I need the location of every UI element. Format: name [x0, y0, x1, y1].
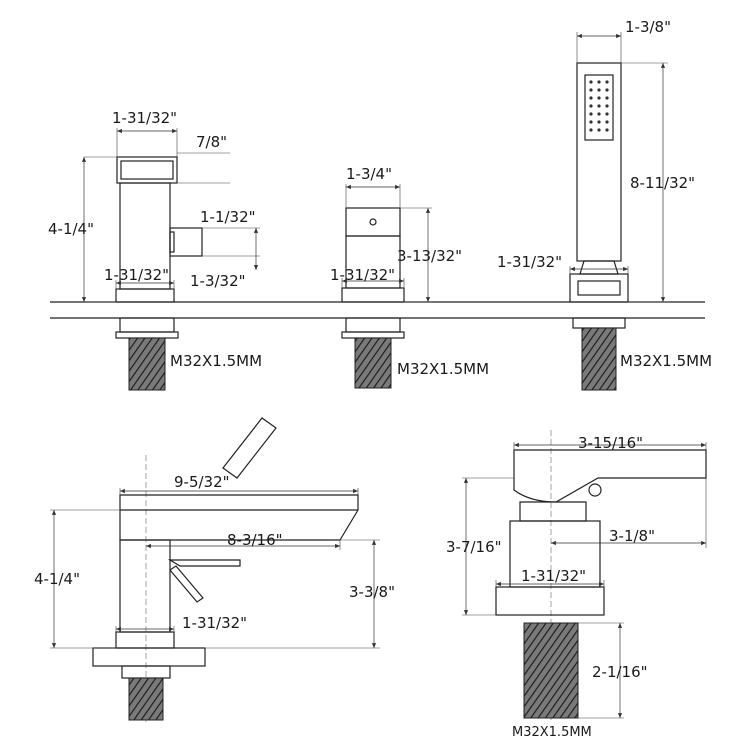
faucet-base-plate [115, 288, 175, 303]
side-threaded-shank [128, 677, 164, 721]
diverter-front-view: 1-3/4" 3-13/32" 1-31/32" M32X1.5MM [330, 165, 489, 389]
label-handshower-height: 8-11/32" [630, 174, 695, 192]
side-base-plate [115, 631, 175, 649]
diverter-washer [341, 331, 405, 339]
label-side-height: 4-1/4" [34, 570, 80, 588]
label-valve-thread: M32X1.5MM [512, 725, 592, 740]
label-diverter-thread: M32X1.5MM [397, 360, 489, 378]
label-handshower-thread: M32X1.5MM [620, 352, 712, 370]
diverter-indicator [369, 218, 377, 226]
handshower-front-view: 1-3/8" 8-11/32" 1-31/32" M32X1.5MM [497, 18, 712, 391]
handshower-holder-inner [577, 280, 621, 296]
label-valve-height: 3-7/16" [446, 538, 502, 556]
valve-threaded-shank [523, 622, 579, 719]
diverter-base-plate [341, 287, 405, 303]
valve-lever [513, 449, 707, 503]
label-handshower-width: 1-3/8" [625, 18, 671, 36]
valve-lever-pivot [588, 483, 602, 497]
label-side-spout-height: 3-3/8" [349, 583, 395, 601]
label-valve-base-width: 1-31/32" [521, 567, 586, 585]
label-faucet-base-width: 1-31/32" [104, 266, 169, 284]
label-faucet-thread: M32X1.5MM [170, 352, 262, 370]
label-faucet-width-top: 1-31/32" [112, 109, 177, 127]
side-lever-arm [169, 565, 204, 603]
handshower-spray-face [584, 74, 614, 141]
valve-side-view: 3-15/16" 3-7/16" 3-1/8" 1-31/32" 2-1/16"… [446, 430, 707, 740]
label-side-base-width: 1-31/32" [182, 614, 247, 632]
faucet-lever [169, 227, 203, 257]
label-faucet-height: 4-1/4" [48, 220, 94, 238]
side-handshower-wand [222, 417, 277, 479]
faucet-threaded-shank [128, 337, 166, 391]
side-deck [92, 647, 206, 667]
label-diverter-base-width: 1-31/32" [330, 266, 395, 284]
label-valve-overall-depth: 3-15/16" [578, 434, 643, 452]
label-diverter-height: 3-13/32" [397, 247, 462, 265]
side-spout [119, 494, 359, 541]
label-faucet-lever-offset: 1-3/32" [190, 272, 246, 290]
side-body [119, 539, 171, 633]
faucet-nut [119, 317, 175, 333]
label-valve-shank-length: 2-1/16" [592, 663, 648, 681]
diverter-threaded-shank [354, 337, 392, 389]
label-valve-lower-reach: 3-1/8" [609, 527, 655, 545]
side-lever [167, 559, 241, 567]
diverter-handle [345, 207, 401, 237]
diverter-nut [345, 317, 401, 333]
handshower-handle [576, 62, 622, 262]
label-faucet-lever-height: 1-1/32" [200, 208, 256, 226]
valve-base-plate [495, 586, 605, 616]
deck [50, 301, 705, 319]
handshower-spray-nozzles [589, 80, 609, 132]
handshower-threaded-shank [581, 327, 617, 391]
label-side-spout-reach: 8-3/16" [227, 531, 283, 549]
label-diverter-width: 1-3/4" [346, 165, 392, 183]
label-faucet-spout-depth: 7/8" [196, 133, 227, 151]
valve-neck [519, 501, 587, 522]
faucet-spout-slot [120, 160, 174, 180]
handshower-hose-connector [579, 260, 619, 275]
faucet-lever-cap [169, 231, 175, 253]
faucet-side-view: 9-5/32" 4-1/4" 8-3/16" 3-3/8" 1-31/32" [34, 417, 395, 725]
label-handshower-base-width: 1-31/32" [497, 253, 562, 271]
faucet-washer [115, 331, 179, 339]
handshower-nut [572, 317, 626, 329]
faucet-front-view: 1-31/32" 7/8" 4-1/4" 1-1/32" 1-31/32" 1-… [48, 109, 262, 391]
label-side-reach: 9-5/32" [174, 473, 230, 491]
handshower-holder [569, 273, 629, 303]
